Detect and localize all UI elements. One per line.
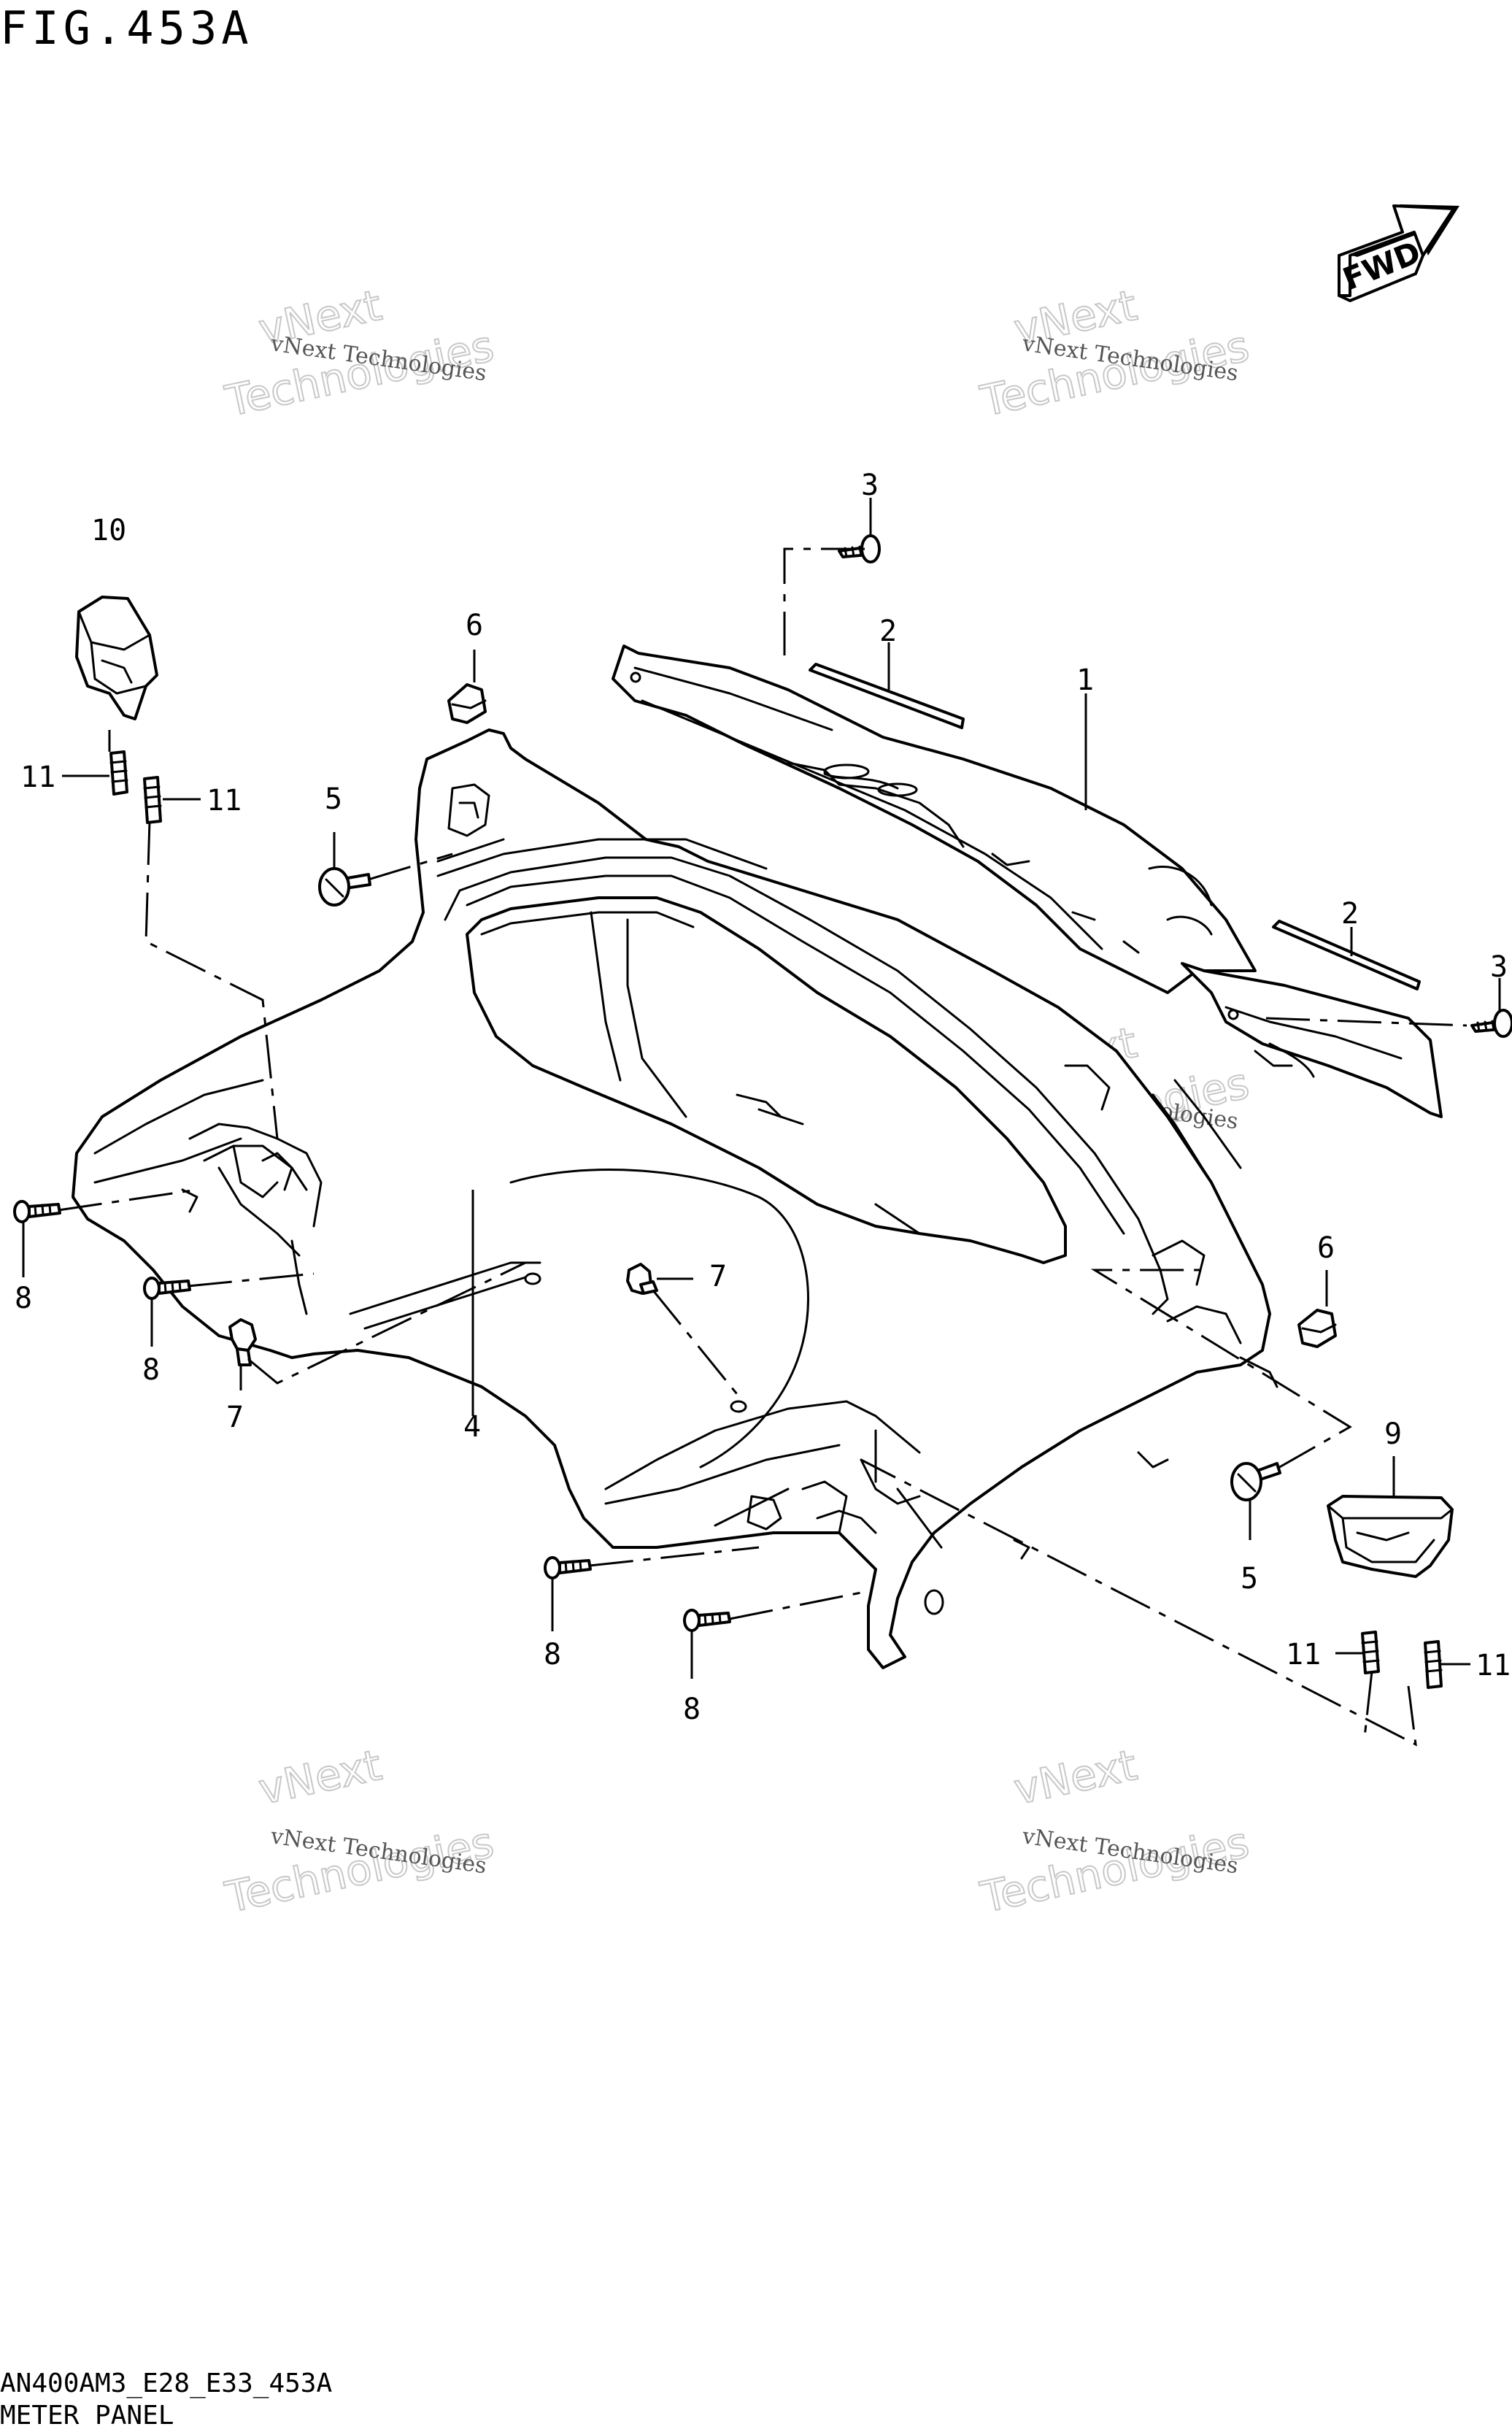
- leader-lines: [22, 498, 1501, 1679]
- clip-nut-6-top: [447, 683, 487, 724]
- upper-strip: [809, 663, 965, 729]
- callout-11-b: 11: [207, 784, 242, 817]
- upper-trim-panel: [612, 644, 1443, 1118]
- right-strip: [1272, 920, 1421, 990]
- watermark-top-right: vNext Technologies vNext Technologies: [976, 280, 1254, 427]
- callout-4: 4: [463, 1410, 481, 1444]
- rivet-7-left: [228, 1318, 257, 1366]
- spring-11-c: [1361, 1631, 1380, 1674]
- callout-8-b: 8: [142, 1353, 160, 1387]
- callout-8-a: 8: [15, 1282, 32, 1315]
- callout-2-upper: 2: [879, 615, 897, 648]
- callout-6-top: 6: [466, 609, 483, 642]
- callout-3-top: 3: [861, 469, 879, 502]
- screw-8-d: [683, 1609, 731, 1632]
- callout-5-left: 5: [325, 782, 342, 816]
- diagram-caption: METER PANEL: [0, 2401, 174, 2431]
- callout-7-left: 7: [226, 1401, 244, 1434]
- callout-11-d: 11: [1476, 1649, 1511, 1682]
- callout-11-a: 11: [20, 761, 55, 794]
- callout-1: 1: [1076, 663, 1094, 697]
- diagram-code: AN400AM3_E28_E33_453A: [0, 2368, 333, 2398]
- watermark-bottom-right: vNext Technologies vNext Technologies: [976, 1739, 1254, 1923]
- main-meter-panel: [72, 728, 1278, 1669]
- callout-5-right: 5: [1241, 1562, 1258, 1596]
- figure-title: FIG.453A: [0, 1, 253, 55]
- assembly-lines: [58, 547, 1467, 1747]
- screw-8-a: [13, 1200, 61, 1223]
- fwd-arrow-icon: FWD: [1338, 204, 1459, 302]
- screw-8-b: [143, 1277, 191, 1300]
- rivet-7-center: [626, 1263, 658, 1295]
- screw-8-c: [544, 1556, 592, 1579]
- spring-11-d: [1424, 1640, 1443, 1689]
- spring-11-b: [143, 776, 162, 824]
- callout-11-c: 11: [1286, 1638, 1321, 1671]
- callout-8-d: 8: [683, 1693, 701, 1726]
- callout-labels: 1 2 2 3 3 4 5 5 6 6 7 7 8 8 8 8 9 10 11 …: [15, 469, 1511, 1726]
- bolt-5-right: [1230, 1462, 1281, 1501]
- bolt-5-left: [318, 867, 371, 907]
- callout-9: 9: [1384, 1417, 1402, 1451]
- svg-text:vNext: vNext: [255, 1740, 386, 1815]
- right-switch: [1327, 1495, 1454, 1578]
- callout-6-right: 6: [1317, 1231, 1335, 1265]
- callout-3-right: 3: [1490, 950, 1508, 984]
- svg-text:vNext: vNext: [1010, 1740, 1141, 1815]
- callout-8-c: 8: [544, 1638, 561, 1671]
- callout-10: 10: [91, 514, 126, 547]
- callout-7-center: 7: [709, 1260, 727, 1293]
- watermark-bottom-left: vNext Technologies vNext Technologies: [220, 1739, 499, 1923]
- clip-nut-6-right: [1297, 1309, 1337, 1348]
- spring-11-a: [109, 750, 128, 796]
- watermark-top-left: vNext Technologies vNext Technologies: [220, 280, 499, 427]
- left-switch: [75, 596, 158, 720]
- callout-2-right: 2: [1341, 897, 1359, 931]
- screw-3-right: [1470, 1009, 1512, 1038]
